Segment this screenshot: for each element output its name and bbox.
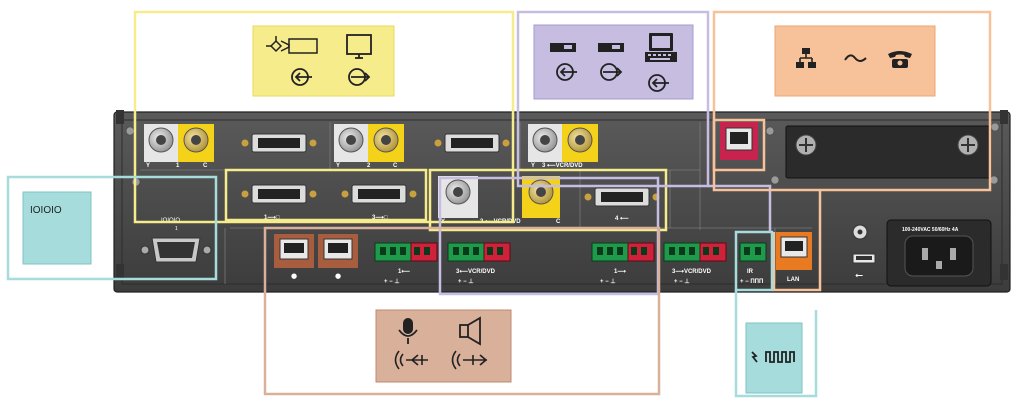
serial-legend-text: IOIOIO: [30, 205, 62, 216]
bnc-y-label-2: Y: [336, 163, 340, 169]
dvi-input-4-port[interactable]: [584, 187, 660, 207]
video-legend-box: [252, 25, 395, 97]
audio-out-1-pins: + − ⊥: [600, 278, 616, 285]
bnc-y-label-3: Y: [531, 163, 535, 169]
ir-label: IR: [747, 269, 754, 275]
ir-terminal: [739, 242, 767, 262]
usb-group-outline: [516, 10, 710, 188]
audio-in-1-label: 1⟵: [398, 268, 410, 275]
audio-out-icon: [451, 350, 488, 370]
microphone-port-2[interactable]: [318, 234, 358, 268]
audio-terminal-blocks[interactable]: [374, 242, 767, 262]
audio-out-3-pins: + − ⊥: [674, 278, 690, 285]
speaker-icon: [459, 316, 481, 346]
phone-port-outline: [712, 118, 766, 172]
camera-icon: [266, 36, 318, 54]
power-inlet[interactable]: [886, 219, 992, 287]
microphone-port-1[interactable]: [274, 234, 314, 268]
video-input-icon: [291, 68, 312, 86]
dvi-input-3-port[interactable]: [341, 184, 417, 204]
lan-connector-outline: [772, 190, 822, 292]
dvi-out-1-label: 1⟶□: [264, 214, 280, 221]
usb-input-icon: [556, 63, 577, 81]
ir-pulse-icon: [751, 351, 795, 363]
video-group-outline: [133, 10, 515, 224]
video-vcr-outline: [428, 168, 668, 232]
audio-in-1-pins: + − ⊥: [384, 278, 400, 285]
audio-legend-box: [375, 309, 512, 383]
dvi-output-1-port[interactable]: [241, 133, 317, 153]
dvi-input-1-port[interactable]: [241, 184, 317, 204]
usb-port[interactable]: [852, 253, 876, 264]
ir-legend-box: [745, 322, 803, 394]
mic-icon-small: ●: [291, 272, 297, 280]
audio-out-1-terminal: [591, 242, 655, 262]
audio-in-3-label: 3⟵VCR/DVD: [456, 268, 496, 275]
dvi-input-4-label: 4 ⟵: [615, 215, 629, 222]
phone-icon: [888, 51, 912, 68]
monitor-icon: [346, 34, 372, 59]
network-icon: [796, 48, 816, 68]
audio-in-icon: [394, 350, 428, 370]
expansion-slot-cover: [785, 125, 992, 179]
video-dvi-outline: [224, 168, 428, 222]
audio-out-3-label: 3⟶VCR/DVD: [672, 268, 712, 275]
usb-device-icon: [598, 43, 624, 52]
network-group-outline: [712, 10, 992, 192]
video-input-1-ports[interactable]: [144, 124, 214, 162]
input-2-number: 2: [367, 163, 371, 169]
serial-group-outline: [6, 175, 218, 281]
usb-connector-line: [708, 184, 772, 232]
usb-storage-icon: [550, 43, 576, 52]
dvi-out-3-label: 3⟶□: [372, 214, 388, 221]
ir-port-outline: [734, 230, 774, 292]
bnc-c-label-1: C: [203, 163, 208, 169]
video-input-3-vcr-ports[interactable]: [528, 124, 598, 162]
serial-legend-box: [22, 191, 92, 265]
bnc-c-label-4: C: [556, 219, 561, 225]
laptop-icon: [645, 33, 677, 62]
video-output-3-vcr-ports[interactable]: [438, 176, 560, 218]
ir-connector-outline: [734, 290, 818, 398]
power-rating-label: 100-240VAC 50/60Hz 4A: [902, 227, 959, 233]
usb-symbol-icon: ⭠: [855, 270, 863, 281]
mic-icon-small: ●: [335, 272, 341, 280]
audio-in-1-terminal: [374, 242, 438, 262]
network-legend-box: [774, 25, 936, 97]
input-1-number: 1: [176, 163, 180, 169]
audio-in-3-pins: + − ⊥: [458, 278, 474, 285]
bnc-c-label-2: C: [393, 163, 398, 169]
ground-screw: [852, 224, 868, 240]
ir-pins: + − ΠΠΠ: [740, 279, 763, 285]
lan-label: LAN: [787, 277, 799, 283]
laptop-input-icon: [648, 74, 669, 92]
audio-in-3-terminal: [447, 242, 511, 262]
video-input-2-ports[interactable]: [334, 124, 404, 162]
audio-out-1-label: 1⟶: [614, 268, 626, 275]
serial-port-number: 1: [175, 226, 178, 232]
usb-legend-box: [533, 24, 694, 100]
ac-power-icon: [844, 54, 867, 62]
audio-out-3-terminal: [663, 242, 727, 262]
video-output-icon: [348, 68, 371, 86]
dvi-output-2-port[interactable]: [434, 133, 510, 153]
microphone-icon: [398, 318, 418, 344]
serial-db9-port[interactable]: [140, 237, 212, 263]
bnc-y-label-1: Y: [146, 163, 150, 169]
vcr-dvd-top-label: 3 ⟵VCR/DVD: [542, 162, 583, 169]
lan-port[interactable]: [776, 232, 812, 270]
audio-group-outline: [263, 226, 661, 396]
phone-rj45-port[interactable]: [720, 122, 758, 160]
usb-output-icon: [600, 63, 623, 81]
